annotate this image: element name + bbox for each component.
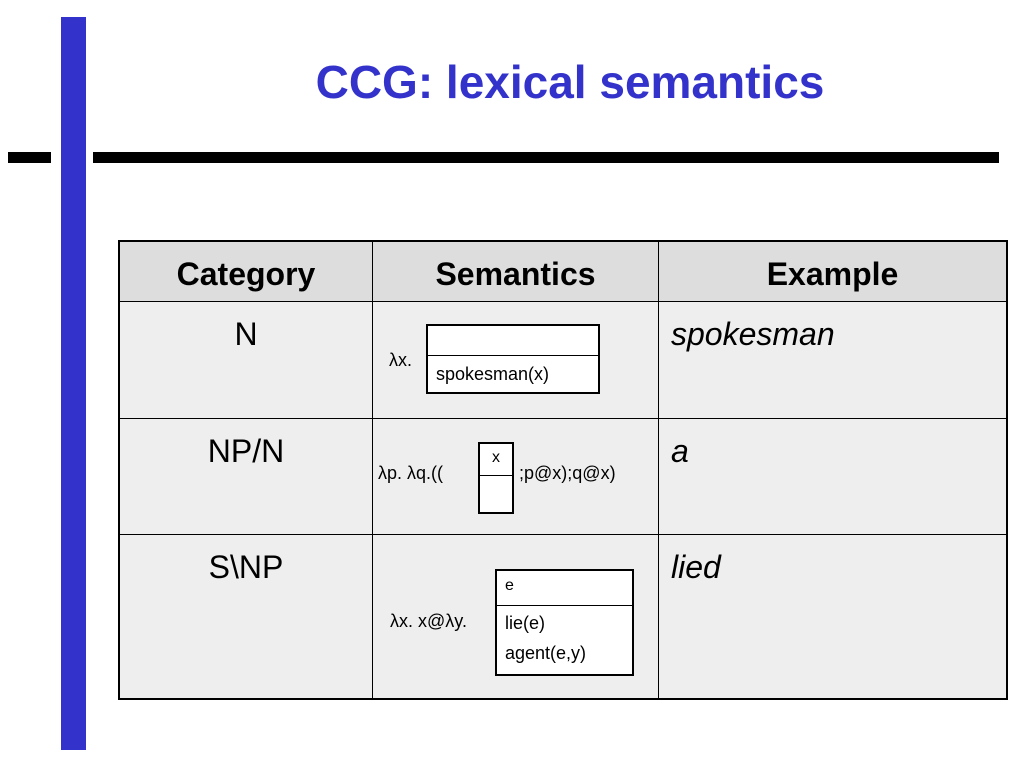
category-cell: N — [120, 302, 373, 418]
table-header-row: Category Semantics Example — [120, 242, 1006, 302]
example-cell: a — [659, 419, 1006, 534]
table-row: NP/N λp. λq.(( x ;p@x);q@x) a — [120, 419, 1006, 535]
title-rule-left — [8, 152, 51, 163]
semantics-prefix: λx. — [389, 350, 413, 370]
drs-condition: spokesman(x) — [436, 364, 550, 384]
header-cell-example: Example — [766, 256, 899, 292]
category-label: N — [234, 316, 258, 352]
category-label: S\NP — [208, 549, 284, 585]
title-rule — [93, 152, 999, 163]
semantics-cell: λp. λq.(( x ;p@x);q@x) — [373, 419, 659, 534]
example-word: a — [671, 433, 689, 469]
header-cell-category: Category — [120, 242, 373, 301]
drs-box: x — [478, 442, 514, 514]
drs-box: e lie(e) agent(e,y) — [495, 569, 634, 676]
semantics-cell: λx. spokesman(x) — [373, 302, 659, 418]
example-cell: lied — [659, 535, 1006, 698]
drs-box: spokesman(x) — [426, 324, 600, 394]
example-word: spokesman — [671, 316, 835, 352]
semantics-prefix: λp. λq.(( — [378, 463, 444, 483]
table-row: S\NP λx. x@λy. e lie(e) agent(e,y) lied — [120, 535, 1006, 698]
drs-referents: x — [480, 444, 512, 476]
semantics-cell: λx. x@λy. e lie(e) agent(e,y) — [373, 535, 659, 698]
semantics-suffix: ;p@x);q@x) — [519, 463, 616, 483]
example-word: lied — [671, 549, 721, 585]
category-cell: S\NP — [120, 535, 373, 698]
header-cell-semantics: Semantics — [373, 242, 659, 301]
category-cell: NP/N — [120, 419, 373, 534]
drs-referents — [428, 326, 598, 356]
accent-vertical-bar — [61, 17, 86, 750]
drs-referents: e — [497, 571, 632, 606]
drs-condition: agent(e,y) — [505, 643, 587, 663]
drs-condition: lie(e) — [505, 613, 546, 633]
category-label: NP/N — [207, 433, 285, 469]
slide-title: CCG: lexical semantics — [315, 56, 825, 108]
semantics-table: Category Semantics Example N λx. spokesm… — [118, 240, 1008, 700]
semantics-prefix: λx. x@λy. — [390, 611, 467, 631]
example-cell: spokesman — [659, 302, 1006, 418]
table-row: N λx. spokesman(x) spokesman — [120, 302, 1006, 419]
